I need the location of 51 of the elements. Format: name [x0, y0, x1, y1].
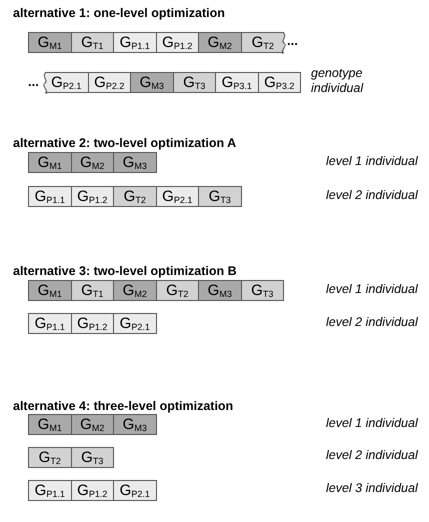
gene-cell: G$_{P2.1}$ — [45, 72, 88, 93]
gene-cell: G$_{M3}$ — [113, 152, 156, 173]
row-caption: genotype individual — [311, 66, 364, 96]
gene-cell: G$_{M1}$ — [28, 152, 72, 173]
gene-cell: G$_{M1}$ — [28, 414, 72, 435]
gene-cell: G$_{M3}$ — [113, 414, 156, 435]
gene-cell: G$_{T1}$ — [70, 32, 114, 53]
row-caption: level 2 individual — [326, 188, 419, 203]
gene-cell: G$_{T3}$ — [172, 72, 216, 93]
row-caption: level 1 individual — [326, 154, 419, 169]
gene-cell: G$_{P1.2}$ — [70, 480, 114, 501]
row-caption: level 2 individual — [326, 315, 419, 330]
gene-cell: G$_{T3}$ — [198, 186, 242, 207]
gene-cell: G$_{P3.1}$ — [215, 72, 258, 93]
gene-cell: G$_{M2}$ — [70, 414, 114, 435]
gene-cell: G$_{T2}$ — [240, 32, 284, 53]
ellipsis: ... — [28, 73, 39, 91]
gene-cell: G$_{M2}$ — [70, 152, 114, 173]
gene-cell: G$_{P1.2}$ — [70, 313, 114, 334]
gene-cell: G$_{M2}$ — [113, 280, 156, 301]
section-heading: alternative 1: one-level optimization — [13, 5, 225, 22]
row-caption: level 1 individual — [326, 416, 419, 431]
gene-cell: G$_{P1.1}$ — [28, 313, 72, 334]
row-caption: level 2 individual — [326, 448, 419, 463]
gene-cell: G$_{T3}$ — [70, 447, 114, 468]
section-heading: alternative 2: two-level optimization A — [13, 135, 236, 152]
gene-cell: G$_{P1.1}$ — [113, 32, 156, 53]
ellipsis: ... — [287, 32, 298, 50]
gene-cell: G$_{P2.1}$ — [113, 313, 156, 334]
gene-cell: G$_{M1}$ — [28, 280, 72, 301]
gene-cell: G$_{P1.1}$ — [28, 186, 72, 207]
gene-cell: G$_{T2}$ — [156, 280, 199, 301]
gene-cell: G$_{T3}$ — [240, 280, 284, 301]
gene-cell: G$_{P1.2}$ — [156, 32, 199, 53]
gene-cell: G$_{M3}$ — [130, 72, 174, 93]
gene-cell: G$_{M3}$ — [198, 280, 242, 301]
gene-cell: G$_{T1}$ — [70, 280, 114, 301]
gene-cell: G$_{T2}$ — [113, 186, 156, 207]
gene-cell: G$_{P2.1}$ — [156, 186, 199, 207]
gene-cell: G$_{P1.1}$ — [28, 480, 72, 501]
section-heading: alternative 3: two-level optimization B — [13, 263, 237, 280]
gene-cell: G$_{T2}$ — [28, 447, 72, 468]
row-caption: level 3 individual — [326, 481, 419, 496]
gene-cell: G$_{P3.2}$ — [258, 72, 301, 93]
gene-cell: G$_{P2.1}$ — [113, 480, 156, 501]
row-caption: level 1 individual — [326, 282, 419, 297]
gene-cell: G$_{P2.2}$ — [88, 72, 131, 93]
gene-cell: G$_{P1.2}$ — [70, 186, 114, 207]
gene-cell: G$_{M2}$ — [198, 32, 242, 53]
section-heading: alternative 4: three-level optimization — [13, 398, 234, 415]
gene-cell: G$_{M1}$ — [28, 32, 72, 53]
